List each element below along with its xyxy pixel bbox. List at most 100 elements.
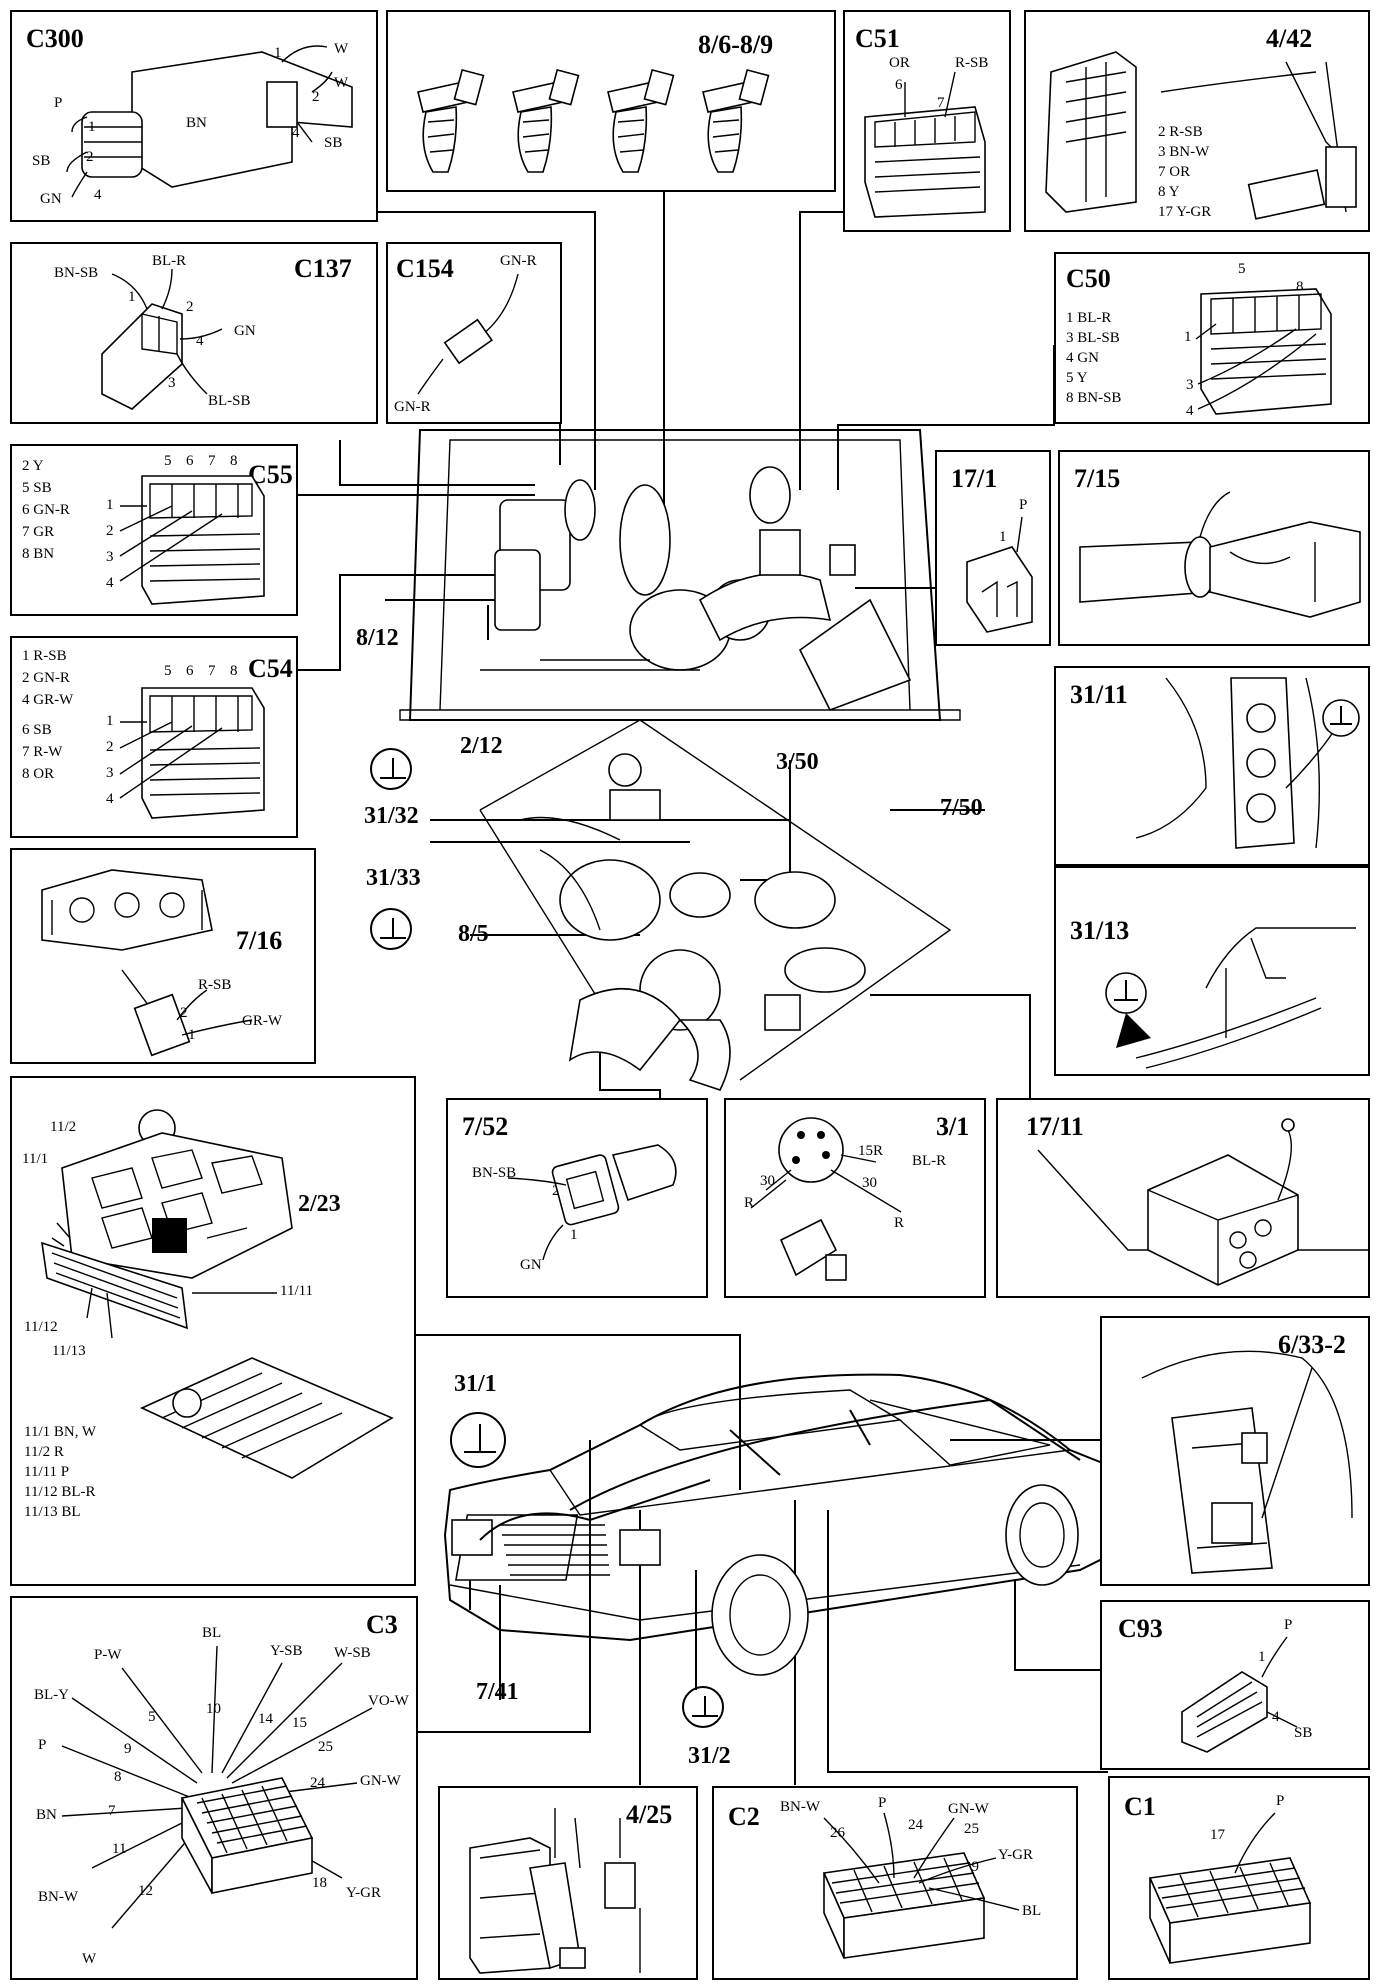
wire-label: BN-SB [472, 1165, 517, 1181]
pin-number: 4 [106, 575, 114, 591]
pin-number: 1 [999, 529, 1007, 545]
panel-4-42: 4/42 2 R-SB 3 BN-W 7 OR 8 Y 17 Y-GR [1024, 10, 1370, 232]
color-label: BN [186, 115, 207, 131]
engine-lower-illustration [479, 719, 952, 1091]
pin-number: 17 [1210, 1827, 1225, 1843]
pin-number: 5 [148, 1709, 156, 1725]
panel-title: C51 [855, 24, 900, 53]
legend-line: 6 GN-R [22, 502, 70, 518]
panel-title: C3 [366, 1610, 398, 1639]
wire-label: SB [1294, 1725, 1313, 1741]
pin-number: 18 [312, 1875, 327, 1891]
panel-title: 7/52 [462, 1112, 509, 1141]
wire-label: BN-W [38, 1889, 78, 1905]
panel-3-1: 3/1 15R BL-R R R 30 30 [724, 1098, 986, 1298]
connector-c51-icon [864, 71, 986, 218]
panel-c3: C3 BL P-W Y-SB W-SB BL-Y VO-W P GN-W BN … [10, 1596, 418, 1980]
ground-point-31-11-icon [1135, 677, 1360, 849]
pin-number: 8 [1296, 279, 1304, 295]
pin-number: 1 [1184, 329, 1192, 345]
ground-symbol-icon [370, 748, 412, 790]
pin-number: 25 [318, 1739, 333, 1755]
wire-label: BL-Y [34, 1687, 69, 1703]
wire-label: BN-SB [54, 265, 99, 281]
legend-line: 7 GR [22, 524, 55, 540]
pin-number: 30 [862, 1175, 877, 1191]
relay-17-1-icon [966, 516, 1033, 633]
wire-label: GN [40, 191, 62, 207]
legend-line: 8 BN-SB [1066, 390, 1122, 406]
pin-number: 24 [908, 1817, 923, 1833]
panel-c1: C1 P 17 [1108, 1776, 1370, 1980]
wire-label: SB [32, 153, 51, 169]
wire-label: W [334, 75, 349, 91]
pin-number: 2 [312, 89, 320, 105]
pin-number: 8 [230, 453, 238, 469]
fuel-injector-icon [417, 68, 770, 173]
pin-number: 7 [208, 453, 216, 469]
wire-label: W [82, 1951, 97, 1967]
callout-3-50: 3/50 [776, 749, 819, 775]
wire-label: R [894, 1215, 905, 1231]
wire-label: GN [234, 323, 256, 339]
pin-number: 2 [552, 1183, 560, 1199]
wire-label: P [1019, 497, 1028, 513]
connector-c54-icon [119, 687, 265, 819]
callout-label: 11/1 [22, 1151, 49, 1167]
sensor-7-15-icon [1079, 491, 1361, 618]
wire-label: P [878, 1795, 887, 1811]
panel-c93: C93 P SB 1 4 [1100, 1600, 1370, 1770]
pin-number: 2 [186, 299, 194, 315]
connector-c2-icon [822, 1812, 1020, 1959]
pin-number: 1 [88, 119, 96, 135]
wire-label: P [1276, 1793, 1285, 1809]
panel-title: 31/13 [1070, 916, 1130, 945]
pin-number: 7 [937, 95, 945, 111]
pin-number: 1 [274, 45, 282, 61]
wire-label: R-SB [198, 977, 232, 993]
panel-title: 7/16 [236, 926, 283, 955]
pin-number: 3 [106, 765, 114, 781]
wire-label: P-W [94, 1647, 122, 1663]
car-illustration [443, 1373, 1132, 1676]
legend-line: 11/2 R [24, 1444, 64, 1460]
wire-label: VO-W [368, 1693, 409, 1709]
pin-number: 9 [124, 1741, 132, 1757]
wire-label: GN-R [394, 399, 431, 415]
callout-31-2: 31/2 [688, 1743, 731, 1769]
legend-line: 2 GN-R [22, 670, 70, 686]
fusebox-icon [41, 1109, 394, 1479]
wire-label: BN-W [780, 1799, 820, 1815]
pin-number: 4 [106, 791, 114, 807]
sensor-6-33-2-icon [1141, 1350, 1353, 1574]
legend-line: 1 R-SB [22, 648, 67, 664]
wire-label: BL-SB [208, 393, 251, 409]
panel-7-52: 7/52 BN-SB GN 2 1 [446, 1098, 708, 1298]
panel-c137: C137 BN-SB BL-R GN BL-SB 1 2 4 3 [10, 242, 378, 424]
panel-title: C154 [396, 254, 454, 283]
pin-number: 1 [188, 1027, 196, 1043]
legend-line: 11/13 BL [24, 1504, 81, 1520]
panel-17-1: 17/1 P 1 [935, 450, 1051, 646]
pin-number: 2 [86, 149, 94, 165]
legend-line: 3 BL-SB [1066, 330, 1120, 346]
panel-title: 4/25 [626, 1800, 673, 1829]
pin-number: 5 [164, 663, 172, 679]
callout-7-50: 7/50 [940, 795, 983, 821]
panel-17-11: 17/11 [996, 1098, 1370, 1298]
pin-number: 2 [106, 739, 114, 755]
legend-line: 1 BL-R [1066, 310, 1112, 326]
pin-number: 3 [1186, 377, 1194, 393]
wire-label: BL [1022, 1903, 1042, 1919]
ground-symbol-icon [450, 1412, 506, 1468]
ignition-switch-icon [750, 1117, 902, 1281]
pin-number: 3 [106, 549, 114, 565]
panel-title: C50 [1066, 264, 1111, 293]
wire-label: R [744, 1195, 755, 1211]
pin-number: 10 [206, 1701, 221, 1717]
connector-c137-icon [101, 268, 223, 410]
legend-line: 11/12 BL-R [24, 1484, 96, 1500]
callout-31-32: 31/32 [364, 803, 419, 829]
wire-label: GN-W [360, 1773, 401, 1789]
